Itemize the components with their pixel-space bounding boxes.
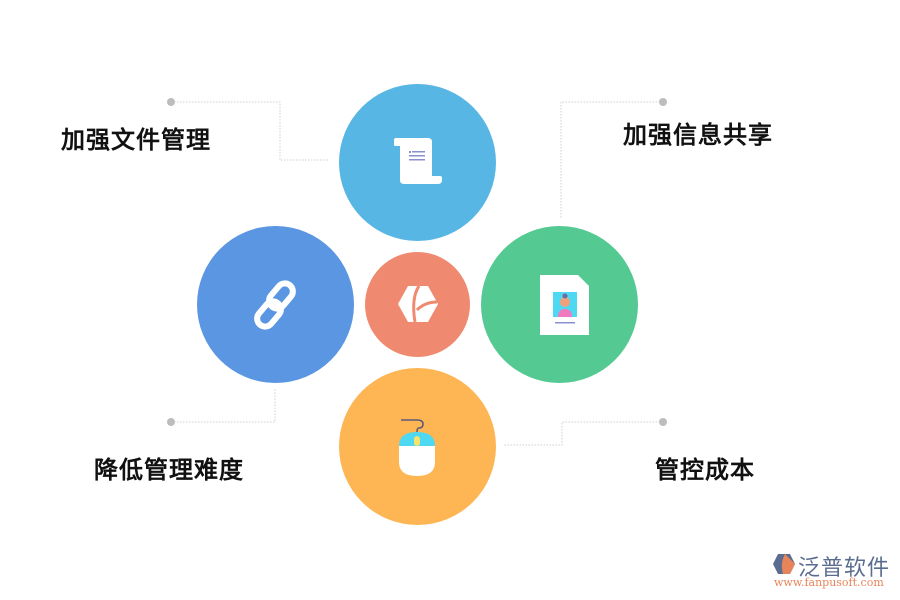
brand-hexagon-icon [773, 554, 795, 574]
profile-card-icon [540, 275, 589, 335]
node-cost-circle [339, 368, 496, 525]
brand-logo: 泛普软件 www.fanpusoft.com [768, 550, 894, 592]
scroll-document-icon [394, 138, 442, 184]
center-circle [365, 252, 470, 357]
connector-dot-file [167, 98, 175, 106]
connector-dot-reduce [167, 418, 175, 426]
label-file: 加强文件管理 [61, 126, 211, 154]
label-cost: 管控成本 [655, 456, 755, 484]
chain-link-icon [254, 280, 296, 330]
node-share-circle [481, 226, 638, 383]
label-share: 加强信息共享 [623, 121, 773, 149]
connector-dot-cost [659, 418, 667, 426]
connector-dot-share [659, 98, 667, 106]
node-file-circle [339, 84, 496, 241]
brand-url: www.fanpusoft.com [774, 576, 884, 589]
label-reduce: 降低管理难度 [94, 456, 244, 484]
node-reduce-circle [197, 226, 354, 383]
mouse-icon [399, 419, 435, 476]
brand-name: 泛普软件 [798, 556, 891, 581]
hexagon-logo-icon [398, 285, 438, 323]
